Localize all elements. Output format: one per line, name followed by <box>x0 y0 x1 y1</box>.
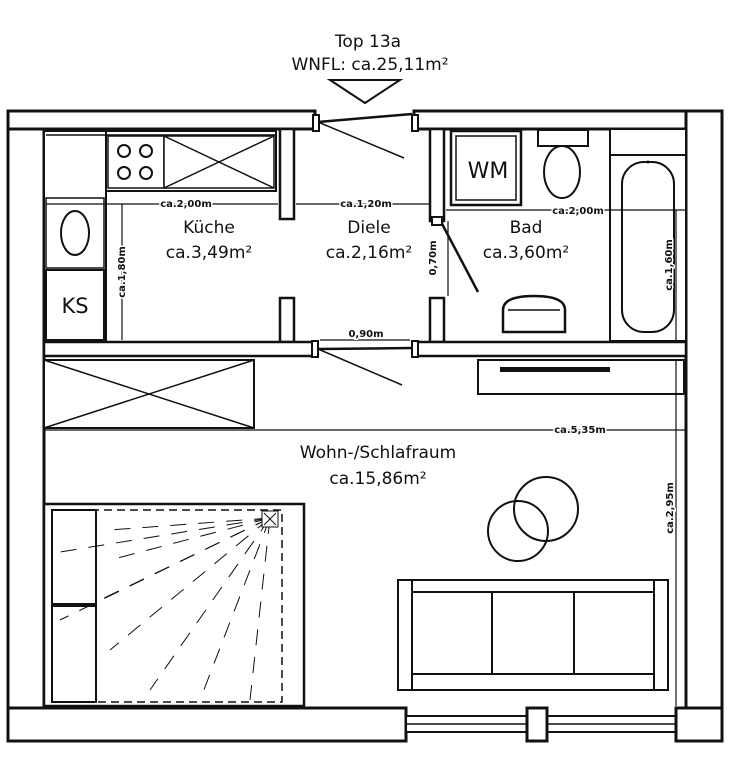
living-depth-dim: ca.2,95m <box>665 482 676 534</box>
hall-width-dim: ca.1,20m <box>340 199 392 210</box>
bed-icon <box>42 502 306 708</box>
bath-area: ca.3,60m² <box>483 243 569 263</box>
living-area: ca.15,86m² <box>329 469 426 489</box>
washing-machine-icon: WM <box>449 129 523 207</box>
kitchen-depth-dim: ca.1,80m <box>117 246 128 298</box>
hall-area: ca.2,16m² <box>326 243 412 263</box>
bath-width-dim: ca.2,00m <box>552 206 604 217</box>
outer-walls <box>6 109 724 743</box>
washer-label: WM <box>468 159 509 184</box>
fridge-label: KS <box>61 294 88 318</box>
kitchen-area: ca.3,49m² <box>166 243 252 263</box>
stove-icon <box>107 135 165 189</box>
kitchen-cabinet-icon <box>163 135 275 189</box>
living-name: Wohn-/Schlafraum <box>300 443 456 463</box>
bath-sink-icon <box>501 294 567 334</box>
table-icon <box>487 476 579 562</box>
living-door <box>311 340 419 386</box>
wardrobe-icon <box>43 359 255 429</box>
kitchen-name: Küche <box>183 218 235 238</box>
bath-door <box>431 216 480 293</box>
hall-door-dim: 0,70m <box>428 240 439 275</box>
interior-walls <box>42 127 688 358</box>
total-area-label: WNFL: ca.25,11m² <box>291 55 448 75</box>
entry-door-dim: 0,90m <box>348 329 383 340</box>
toilet-icon <box>537 129 589 199</box>
kitchen-width-dim: ca.2,00m <box>160 199 212 210</box>
sofa-icon <box>397 579 669 691</box>
bath-name: Bad <box>510 218 543 238</box>
bath-depth-dim: ca.1,60m <box>664 239 675 291</box>
living-width-dim: ca.5,35m <box>554 425 606 436</box>
dimension-lines <box>44 203 686 706</box>
kitchen-sink-icon <box>45 197 105 269</box>
tv-sideboard-icon <box>477 359 685 395</box>
entrance-door <box>312 112 419 159</box>
unit-label: Top 13a <box>334 32 401 52</box>
entrance-arrow-icon <box>326 79 404 105</box>
fridge-icon: KS <box>45 269 105 341</box>
hall-name: Diele <box>347 218 390 238</box>
lamp-icon <box>261 510 279 528</box>
bathtub-icon <box>609 128 687 342</box>
